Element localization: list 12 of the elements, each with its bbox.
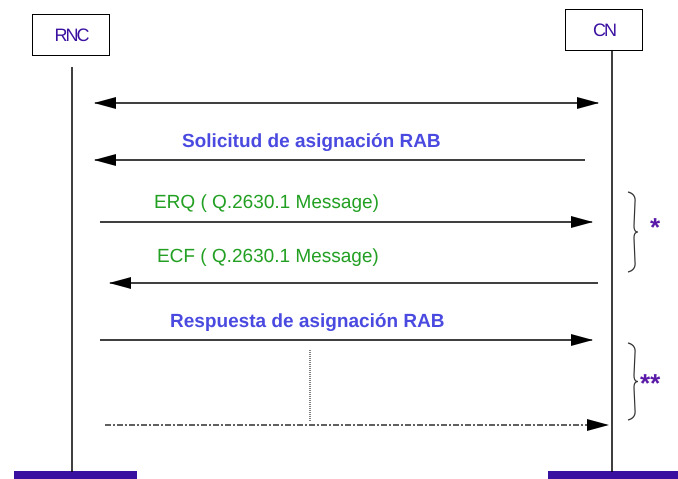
participant-box: RNC [32, 14, 110, 56]
message-arrow [100, 334, 593, 346]
note-mark: ** [640, 368, 660, 399]
message-arrow [100, 216, 593, 228]
message-arrow [94, 154, 585, 166]
message-label: Respuesta de asignación RAB [168, 311, 447, 333]
message-arrow [94, 97, 599, 109]
message-arrow [105, 419, 609, 431]
message-label: Solicitud de asignación RAB [180, 131, 443, 153]
note-mark: * [650, 212, 660, 243]
message-arrow [109, 277, 598, 289]
participant-box: CN [565, 9, 643, 51]
